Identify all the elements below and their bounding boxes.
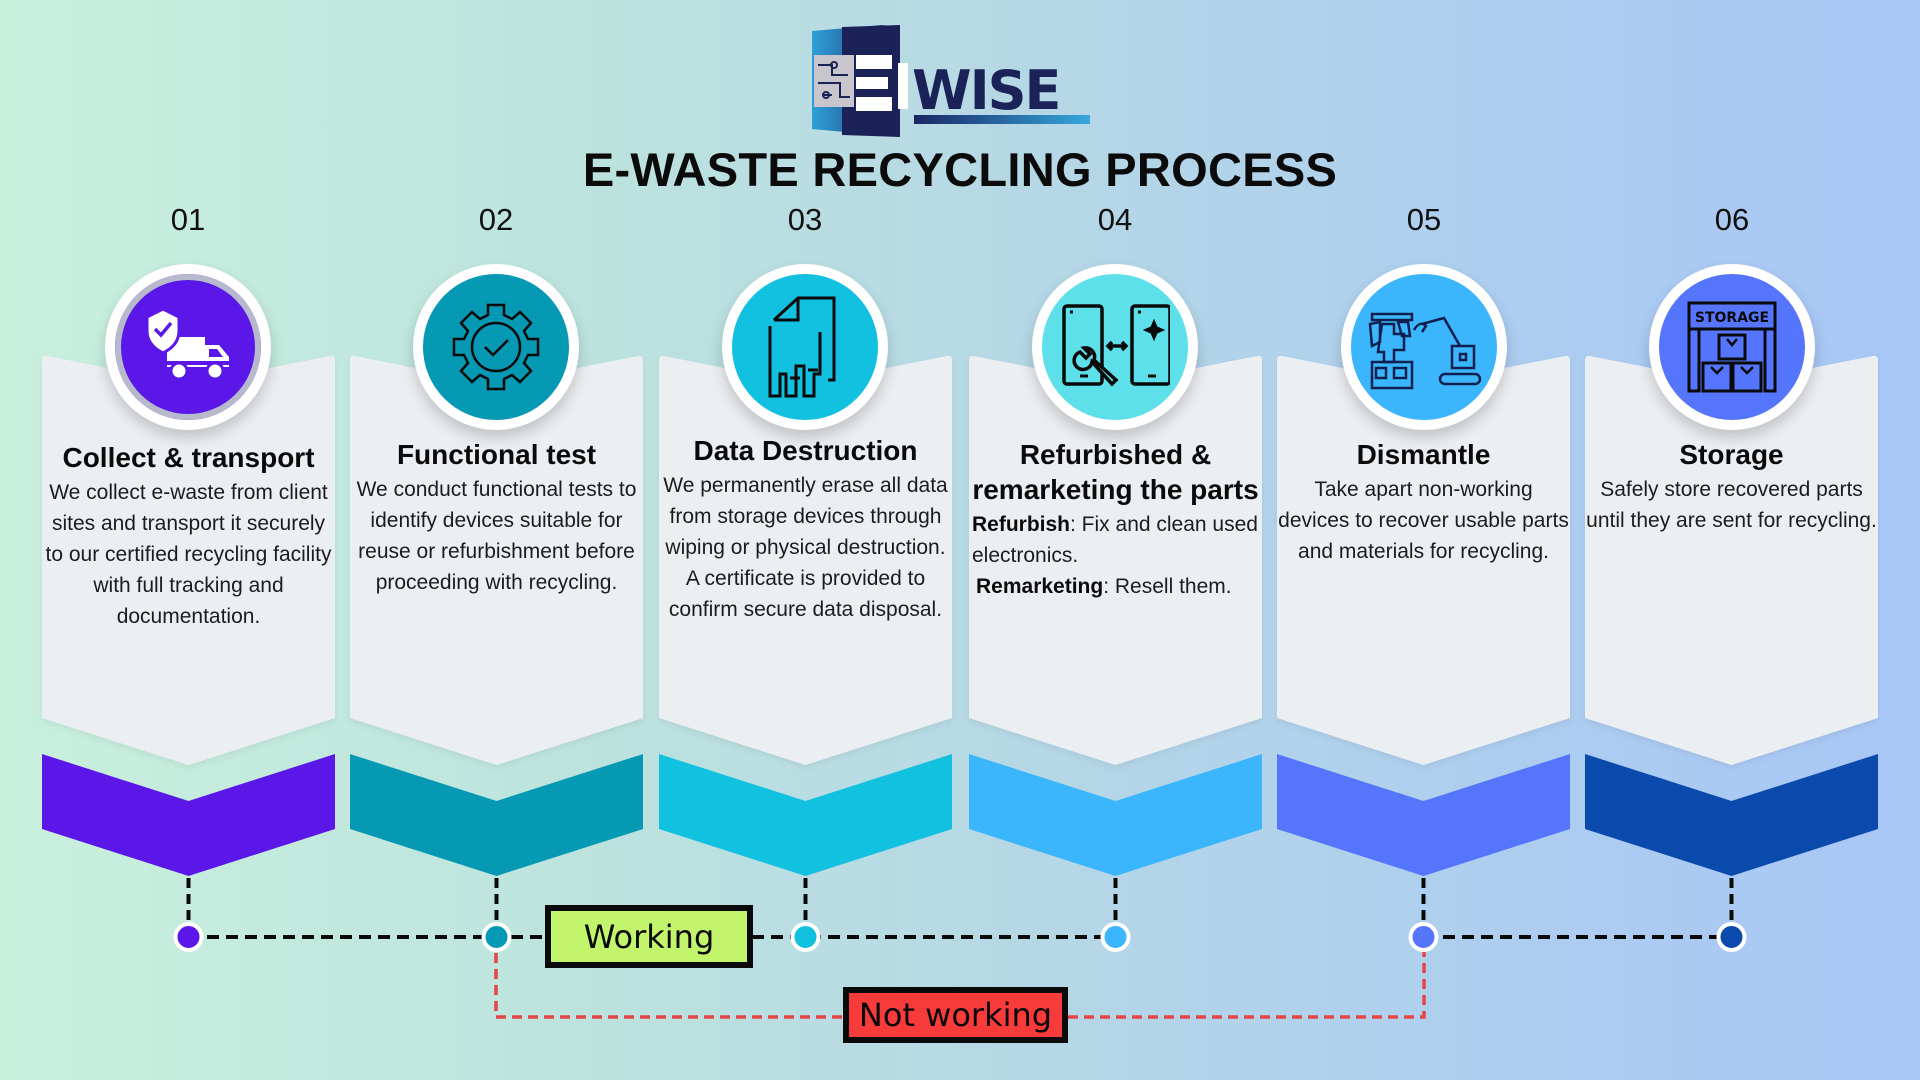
step-chevron [350, 754, 643, 876]
step-icon-badge [1032, 264, 1198, 430]
step-icon-badge [105, 264, 271, 430]
step-title: Functional test [396, 439, 597, 470]
step-description: We collect e-waste from client sites and… [45, 481, 332, 628]
step-card-refurbish: Refurbished & remarketing the parts Refu… [969, 437, 1262, 602]
step-card-functional-test: Functional test We conduct functional te… [350, 437, 643, 598]
step-title: Collect & transport [62, 442, 315, 473]
step-card-collect: Collect & transport We collect e-waste f… [42, 440, 335, 632]
step-card-body [1585, 355, 1878, 765]
shredded-document-icon [732, 274, 878, 420]
step-node-dot [1408, 922, 1439, 952]
step-title: Refurbished & remarketing the parts [972, 439, 1259, 505]
gear-check-icon [423, 274, 569, 420]
step-chevron [969, 754, 1262, 876]
step-card-body [1277, 355, 1570, 765]
storage-warehouse-icon: STORAGE [1659, 274, 1805, 420]
step-number: 04 [1097, 202, 1133, 237]
step-icon-badge [1341, 264, 1507, 430]
step-card-body [659, 355, 952, 765]
step-node-dot [173, 922, 204, 952]
step-icon-badge: STORAGE [1649, 264, 1815, 430]
step-description: Refurbish: Fix and clean used electronic… [969, 509, 1262, 602]
demolition-excavator-icon [1351, 274, 1497, 420]
step-title: Storage [1679, 439, 1784, 470]
step-description: Take apart non-working devices to recove… [1278, 478, 1569, 563]
step-card-data-destruction: Data Destruction We permanently erase al… [659, 433, 952, 625]
step-chevron [1277, 754, 1570, 876]
step-chevron [42, 754, 335, 876]
step-card-body [969, 355, 1262, 765]
step-card-dismantle: Dismantle Take apart non-working devices… [1277, 437, 1570, 567]
step-number: 03 [787, 202, 823, 237]
step-icon-badge [413, 264, 579, 430]
not-working-label: Not working [843, 987, 1068, 1043]
circuit-cube-logo-icon: WISE [812, 25, 1090, 137]
step-icon-badge [722, 264, 888, 430]
refurbish-term: Refurbish [972, 513, 1071, 536]
step-number: 02 [478, 202, 514, 237]
step-number: 06 [1714, 202, 1750, 237]
page-title: E-WASTE RECYCLING PROCESS [582, 143, 1338, 196]
remarketing-definition: : Resell them. [1103, 575, 1232, 598]
step-node-dot [1716, 922, 1747, 952]
svg-text:WISE: WISE [912, 59, 1059, 122]
step-description: Safely store recovered parts until they … [1586, 478, 1877, 532]
step-number: 01 [170, 202, 206, 237]
step-card-storage: Storage Safely store recovered parts unt… [1585, 437, 1878, 536]
working-label: Working [545, 905, 753, 968]
storage-icon-label: STORAGE [1695, 310, 1769, 326]
step-description: We permanently erase all data from stora… [663, 474, 948, 621]
not-working-connector [494, 937, 843, 1019]
step-card-body [42, 355, 335, 765]
step-node-dot [481, 922, 512, 952]
remarketing-term: Remarketing [976, 575, 1104, 598]
step-number: 05 [1406, 202, 1442, 237]
shield-truck-icon [115, 274, 261, 420]
step-chevron [1585, 754, 1878, 876]
step-title: Dismantle [1356, 439, 1491, 470]
not-working-connector [1068, 937, 1426, 1019]
step-chevron [659, 754, 952, 876]
step-node-dot [790, 922, 821, 952]
step-description: We conduct functional tests to identify … [356, 478, 637, 594]
refurbish-definition: : Fix and clean used electronics. [972, 513, 1258, 567]
step-node-dot [1100, 922, 1131, 952]
bigwise-logo: WISE [812, 25, 1092, 137]
phone-repair-icon [1042, 274, 1188, 420]
step-card-body [350, 355, 643, 765]
step-title: Data Destruction [693, 435, 918, 466]
